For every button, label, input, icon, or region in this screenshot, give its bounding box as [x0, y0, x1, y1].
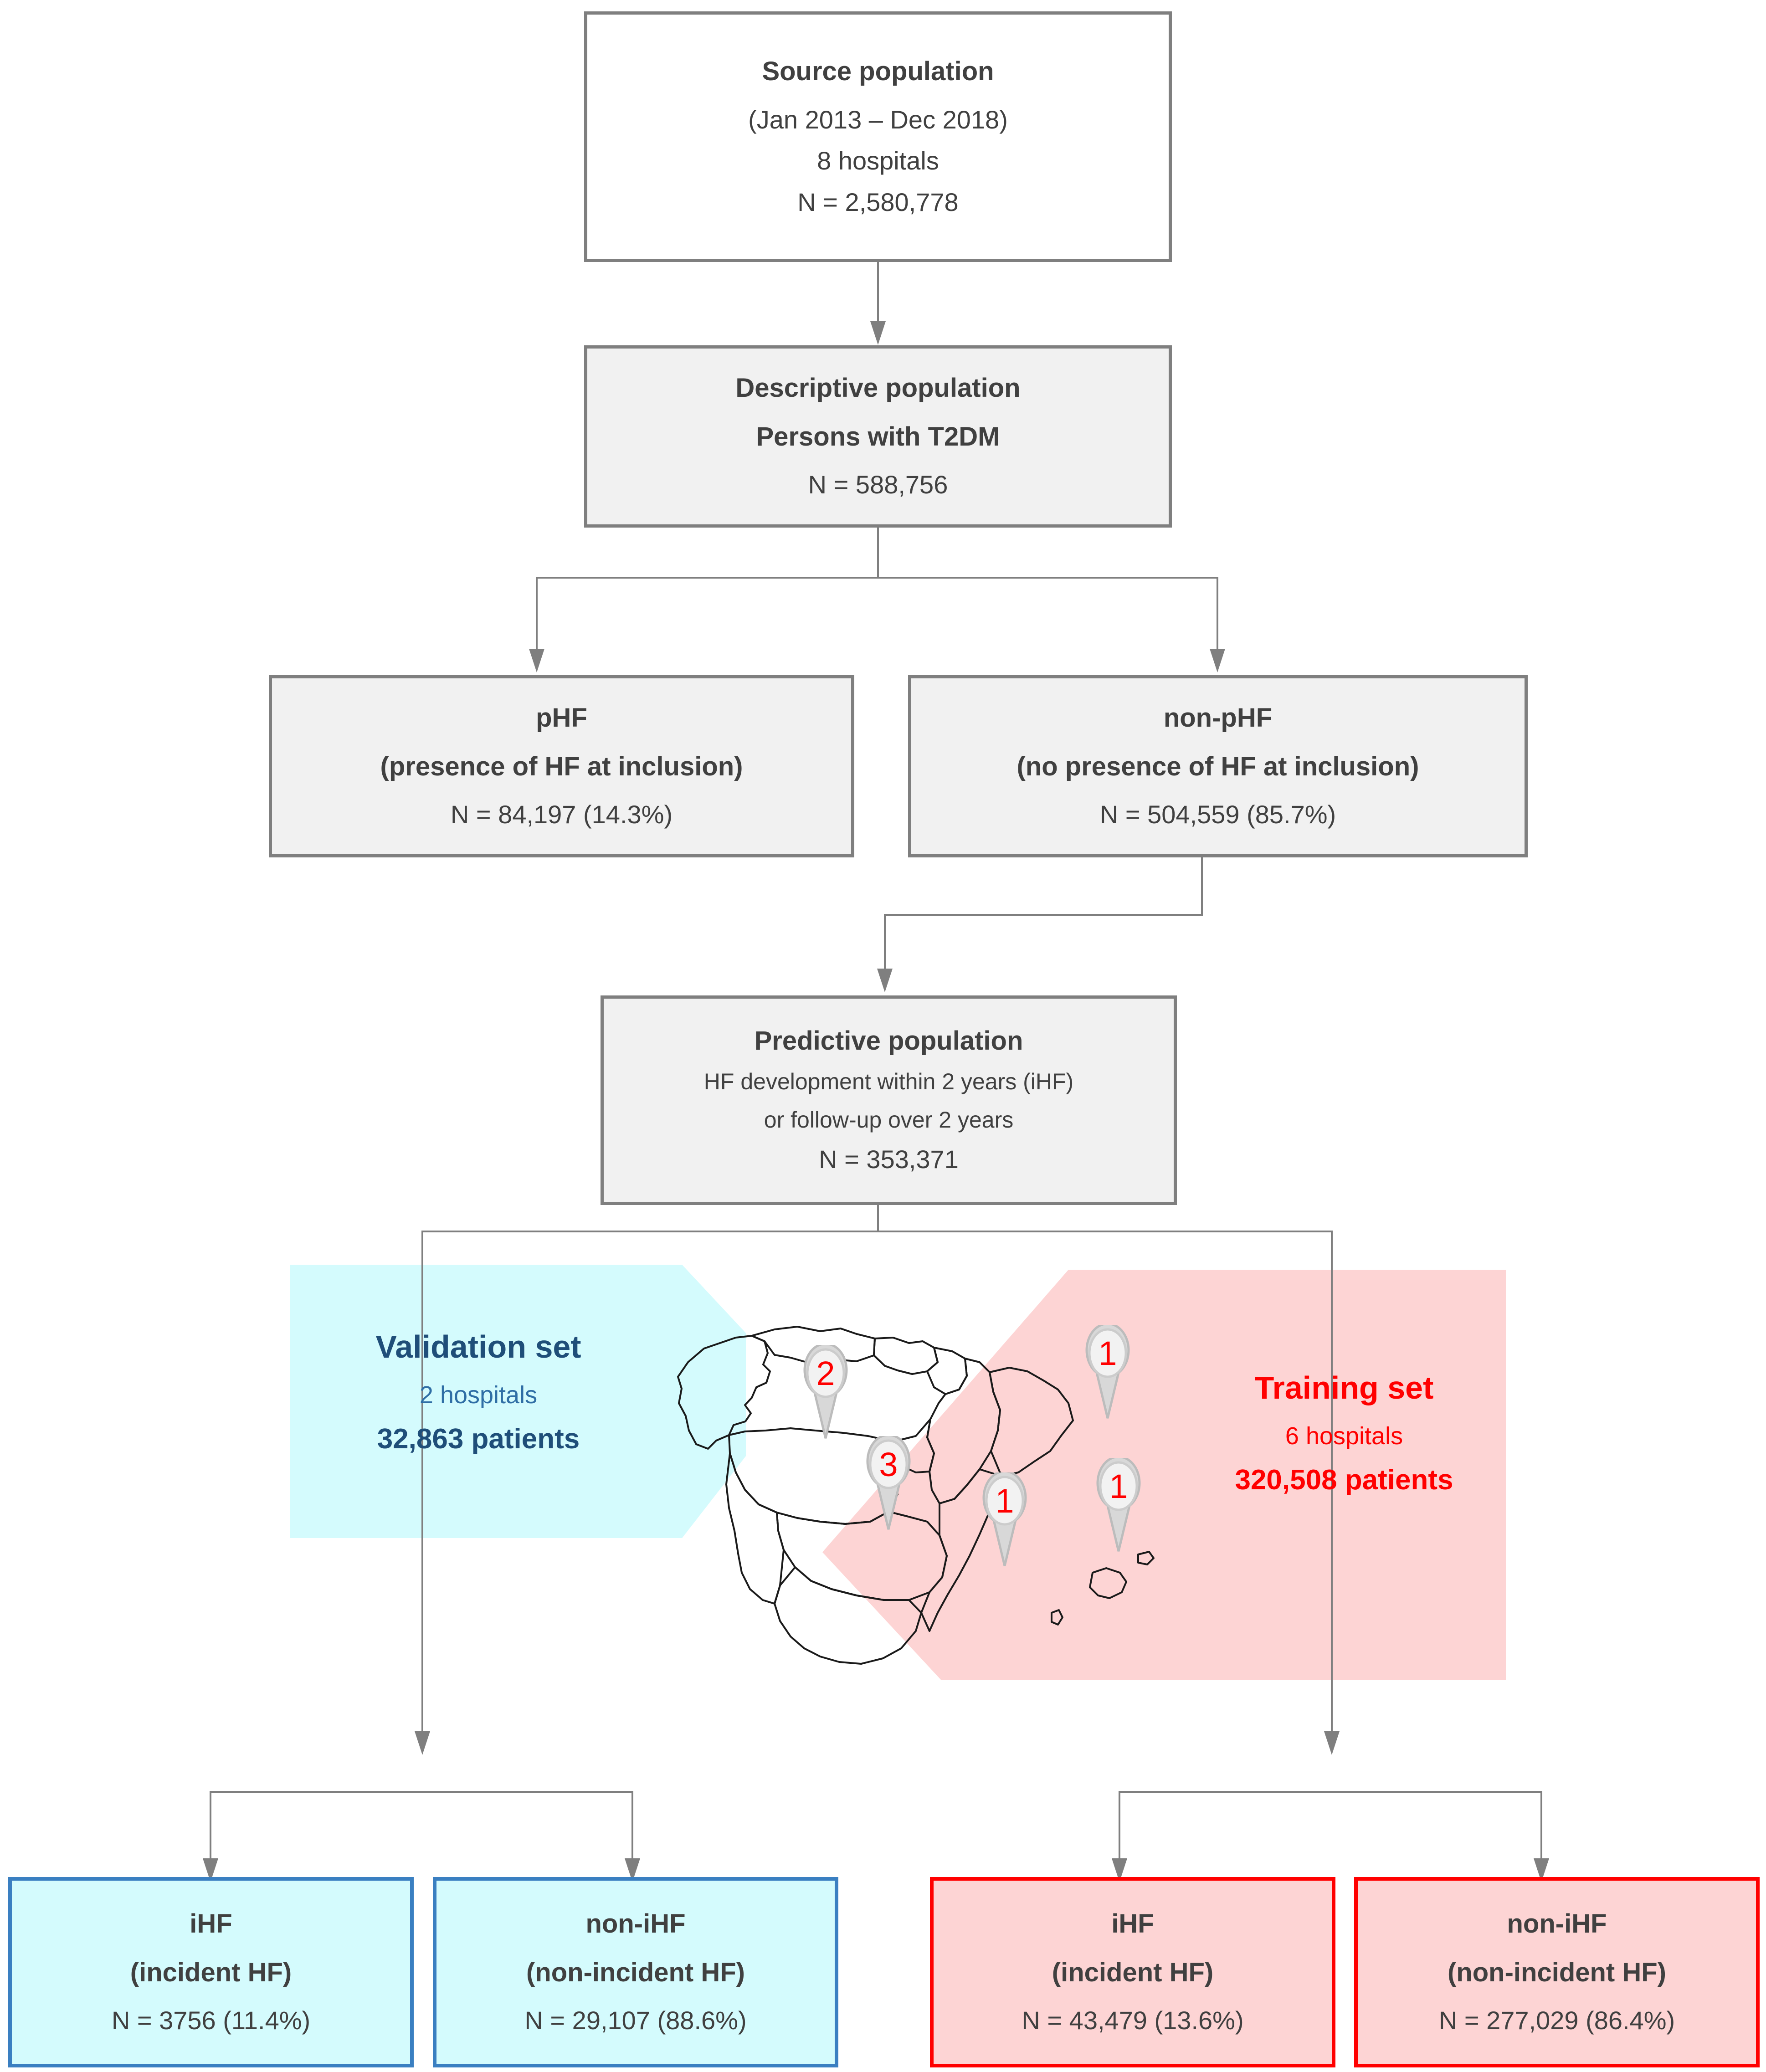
- predictive-population-line1: HF development within 2 years (iHF): [703, 1069, 1074, 1095]
- validation-ihf-definition: (incident HF): [130, 1957, 292, 1987]
- map-pin-marker-5: [1096, 1458, 1141, 1552]
- arrowhead-to-phf: [529, 649, 544, 672]
- training-set-hospitals: 6 hospitals: [1285, 1422, 1403, 1450]
- training-ihf-definition: (incident HF): [1052, 1957, 1214, 1987]
- validation-set-hospitals: 2 hospitals: [419, 1381, 538, 1409]
- training-set-patients: 320,508 patients: [1235, 1464, 1453, 1496]
- non-phf-title: non-pHF: [1163, 703, 1273, 733]
- descriptive-population-subtitle: Persons with T2DM: [756, 421, 1000, 451]
- descriptive-population-box: Descriptive population Persons with T2DM…: [584, 345, 1172, 528]
- map-pin-label-3: 3: [879, 1446, 898, 1483]
- connector-predictive-split: [421, 1231, 1333, 1232]
- connector-non-phf-left: [884, 914, 1203, 916]
- phf-definition: (presence of HF at inclusion): [380, 751, 743, 781]
- validation-ihf-box: iHF (incident HF) N = 3756 (11.4%): [8, 1877, 414, 2067]
- predictive-population-line2: or follow-up over 2 years: [764, 1107, 1014, 1133]
- arrowhead-to-validation: [415, 1731, 430, 1755]
- descriptive-population-n: N = 588,756: [808, 470, 948, 499]
- connector-to-training: [1331, 1231, 1333, 1736]
- training-non-ihf-title: non-iHF: [1507, 1909, 1607, 1939]
- phf-title: pHF: [536, 703, 587, 733]
- non-phf-definition: (no presence of HF at inclusion): [1016, 751, 1419, 781]
- source-population-hospitals: 8 hospitals: [817, 146, 939, 175]
- phf-box: pHF (presence of HF at inclusion) N = 84…: [269, 675, 854, 857]
- validation-non-ihf-definition: (non-incident HF): [526, 1957, 745, 1987]
- predictive-population-box: Predictive population HF development wit…: [601, 995, 1177, 1205]
- region-basque: [873, 1337, 939, 1375]
- connector-source-to-descriptive: [877, 262, 879, 326]
- source-population-n: N = 2,580,778: [797, 187, 959, 216]
- connector-descriptive-down: [877, 528, 879, 578]
- phf-n: N = 84,197 (14.3%): [450, 800, 673, 829]
- predictive-population-n: N = 353,371: [819, 1145, 959, 1174]
- source-population-box: Source population (Jan 2013 – Dec 2018) …: [584, 11, 1172, 262]
- validation-ihf-title: iHF: [190, 1909, 232, 1939]
- connector-non-phf-down: [1201, 857, 1203, 916]
- region-andalucia: [774, 1566, 922, 1665]
- validation-non-ihf-title: non-iHF: [585, 1909, 686, 1939]
- arrowhead-source-to-descriptive: [870, 321, 886, 345]
- validation-set-label: Validation set 2 hospitals 32,863 patien…: [319, 1330, 638, 1454]
- source-population-title: Source population: [762, 56, 994, 86]
- map-pin-label-5: 1: [1109, 1467, 1128, 1505]
- island-mallorca: [1089, 1567, 1127, 1599]
- training-non-ihf-definition: (non-incident HF): [1447, 1957, 1666, 1987]
- connector-descriptive-split: [536, 577, 1218, 579]
- map-pin-marker-1: [803, 1345, 848, 1439]
- source-population-period: (Jan 2013 – Dec 2018): [748, 105, 1008, 134]
- connector-to-validation: [421, 1231, 423, 1736]
- map-pin-label-2: 1: [1098, 1334, 1117, 1372]
- validation-set-patients: 32,863 patients: [377, 1423, 580, 1455]
- connector-validation-to-ihf: [210, 1791, 211, 1862]
- map-pin-label-4: 1: [995, 1482, 1014, 1520]
- non-phf-box: non-pHF (no presence of HF at inclusion)…: [908, 675, 1528, 857]
- validation-ihf-n: N = 3756 (11.4%): [111, 2006, 311, 2035]
- training-ihf-title: iHF: [1111, 1909, 1154, 1939]
- arrowhead-to-predictive: [877, 969, 893, 992]
- arrowhead-to-training: [1324, 1731, 1340, 1755]
- training-non-ihf-n: N = 277,029 (86.4%): [1438, 2006, 1675, 2035]
- validation-non-ihf-n: N = 29,107 (88.6%): [524, 2006, 747, 2035]
- validation-set-band: [290, 1265, 746, 1538]
- non-phf-n: N = 504,559 (85.7%): [1099, 800, 1336, 829]
- connector-validation-split: [210, 1791, 633, 1793]
- training-set-label: Training set 6 hospitals 320,508 patient…: [1171, 1371, 1517, 1495]
- arrowhead-to-non-phf: [1210, 649, 1225, 672]
- validation-non-ihf-box: non-iHF (non-incident HF) N = 29,107 (88…: [433, 1877, 838, 2067]
- descriptive-population-title: Descriptive population: [735, 373, 1021, 403]
- connector-training-to-non-ihf: [1540, 1791, 1542, 1862]
- map-pin-marker-2: [1085, 1325, 1130, 1419]
- region-asturias-cantabria: [751, 1326, 876, 1366]
- connector-training-split: [1119, 1791, 1542, 1793]
- map-pin-marker-3: [866, 1436, 911, 1530]
- island-menorca: [1137, 1551, 1155, 1565]
- training-set-title: Training set: [1254, 1370, 1434, 1405]
- connector-to-phf: [536, 577, 538, 652]
- training-ihf-n: N = 43,479 (13.6%): [1022, 2006, 1244, 2035]
- region-catalonia: [989, 1367, 1074, 1477]
- connector-to-non-phf: [1217, 577, 1218, 652]
- training-non-ihf-box: non-iHF (non-incident HF) N = 277,029 (8…: [1354, 1877, 1760, 2067]
- connector-predictive-down: [884, 914, 886, 972]
- training-ihf-box: iHF (incident HF) N = 43,479 (13.6%): [930, 1877, 1335, 2067]
- region-extremadura: [725, 1452, 785, 1605]
- connector-validation-to-non-ihf: [631, 1791, 633, 1862]
- map-pin-label-1: 2: [816, 1354, 835, 1392]
- validation-set-title: Validation set: [375, 1329, 581, 1364]
- region-valencia: [920, 1468, 1002, 1632]
- predictive-population-title: Predictive population: [754, 1026, 1023, 1056]
- connector-training-to-ihf: [1119, 1791, 1120, 1862]
- map-pin-marker-4: [982, 1472, 1027, 1566]
- connector-predictive-split-down: [877, 1205, 879, 1231]
- island-ibiza: [1051, 1609, 1063, 1626]
